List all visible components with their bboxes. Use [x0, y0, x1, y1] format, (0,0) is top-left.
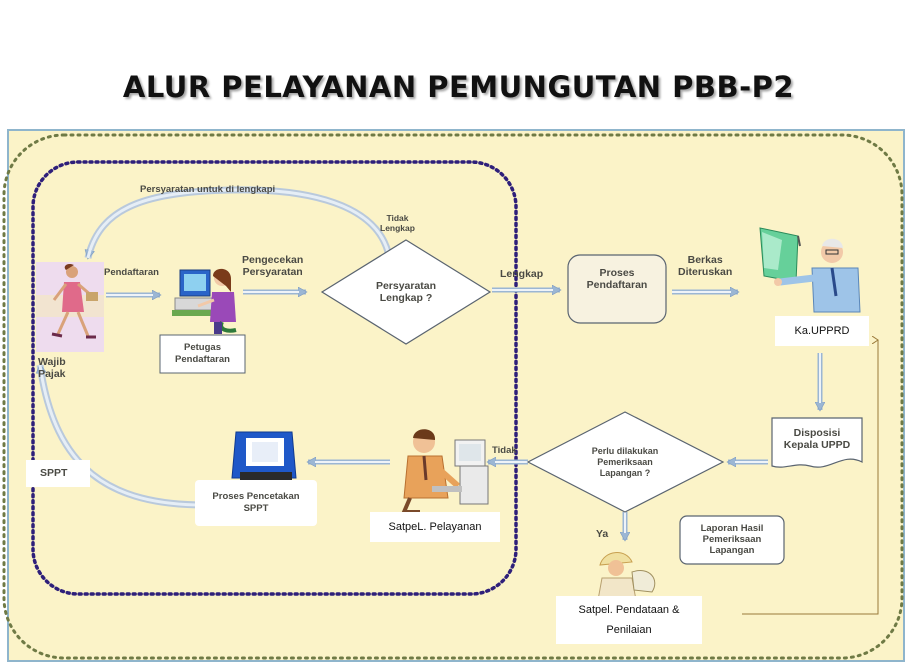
label-tidak: Tidak	[492, 445, 517, 456]
inner-dotted-boundary	[31, 160, 518, 596]
outer-dotted-boundary	[2, 133, 904, 660]
presenter-icon	[759, 227, 861, 313]
sppt-label: SPPT	[26, 460, 90, 487]
label-tidak-lengkap-text: Tidak Lengkap	[380, 213, 415, 233]
ka-upprd-label: Ka.UPPRD	[775, 316, 869, 346]
label-lengkap: Lengkap	[500, 268, 544, 280]
label-ya: Ya	[596, 528, 609, 540]
office-worker-icon	[400, 429, 489, 514]
satpel-pendataan-label: Satpel. Pendataan & Penilaian	[556, 596, 702, 644]
laporan-text: Laporan Hasil Pemeriksaan Lapangan	[700, 522, 764, 556]
woman-walking-icon	[36, 262, 104, 352]
petugas-box	[159, 334, 246, 374]
proses-pendaftaran-text: Proses Pendaftaran	[586, 267, 648, 291]
decision-pemeriksaan-diamond	[526, 411, 725, 513]
label-wajib-pajak-text: Wajib Pajak	[38, 356, 66, 380]
satpel-pendataan-text: Satpel. Pendataan & Penilaian	[578, 604, 680, 636]
satpel-pelayanan-label: SatpeL. Pelayanan	[370, 512, 500, 542]
laporan-label: Laporan Hasil Pemeriksaan Lapangan	[680, 516, 784, 562]
disposisi-document-shape	[771, 417, 863, 468]
petugas-label: Petugas Pendaftaran	[160, 335, 245, 373]
label-wajib-pajak: Wajib Pajak	[38, 356, 66, 380]
proses-pencetakan-label: Proses Pencetakan SPPT	[195, 480, 317, 526]
label-persyaratan-lengkapi: Persyaratan untuk di lengkapi	[140, 184, 276, 195]
proses-pencetakan-box	[195, 480, 317, 526]
surveyor-icon	[597, 552, 656, 601]
decision-persyaratan-label: Persyaratan Lengkap ?	[340, 270, 472, 314]
proses-pencetakan-text: Proses Pencetakan SPPT	[212, 491, 300, 514]
label-pengecekan-text: Pengecekan Persyaratan	[242, 254, 304, 278]
decision-persyaratan-diamond	[320, 239, 492, 345]
label-pengecekan: Pengecekan Persyaratan	[242, 254, 303, 278]
proses-pendaftaran-box	[567, 254, 667, 324]
page-title: ALUR PELAYANAN PEMUNGUTAN PBB-P2	[122, 70, 795, 104]
printer-computer-icon	[231, 431, 297, 480]
report-return-line	[742, 340, 878, 615]
decision-pemeriksaan-text: Perlu dilakukan Pemeriksaan Lapangan ?	[591, 445, 659, 478]
sppt-text: SPPT	[40, 467, 68, 479]
feedback-arrow-curve-inner	[86, 188, 390, 259]
label-pendaftaran: Pendaftaran	[104, 267, 159, 278]
laporan-box	[679, 515, 785, 565]
flow-arrows-inner	[106, 289, 821, 533]
computer-operator-icon	[172, 268, 237, 334]
decision-persyaratan-text: Persyaratan Lengkap ?	[375, 280, 437, 304]
background-panel	[7, 129, 905, 662]
proses-pendaftaran-label: Proses Pendaftaran	[568, 255, 666, 303]
label-berkas: Berkas Diteruskan	[678, 254, 732, 278]
disposisi-label: Disposisi Kepala UPPD	[772, 420, 862, 458]
return-arrow-curve-inner	[38, 364, 206, 507]
petugas-label-text: Petugas Pendaftaran	[175, 342, 230, 365]
label-berkas-text: Berkas Diteruskan	[678, 254, 733, 278]
decision-pemeriksaan-label: Perlu dilakukan Pemeriksaan Lapangan ?	[560, 440, 690, 484]
label-tidak-lengkap: Tidak Lengkap	[380, 213, 415, 233]
disposisi-text: Disposisi Kepala UPPD	[783, 427, 851, 451]
